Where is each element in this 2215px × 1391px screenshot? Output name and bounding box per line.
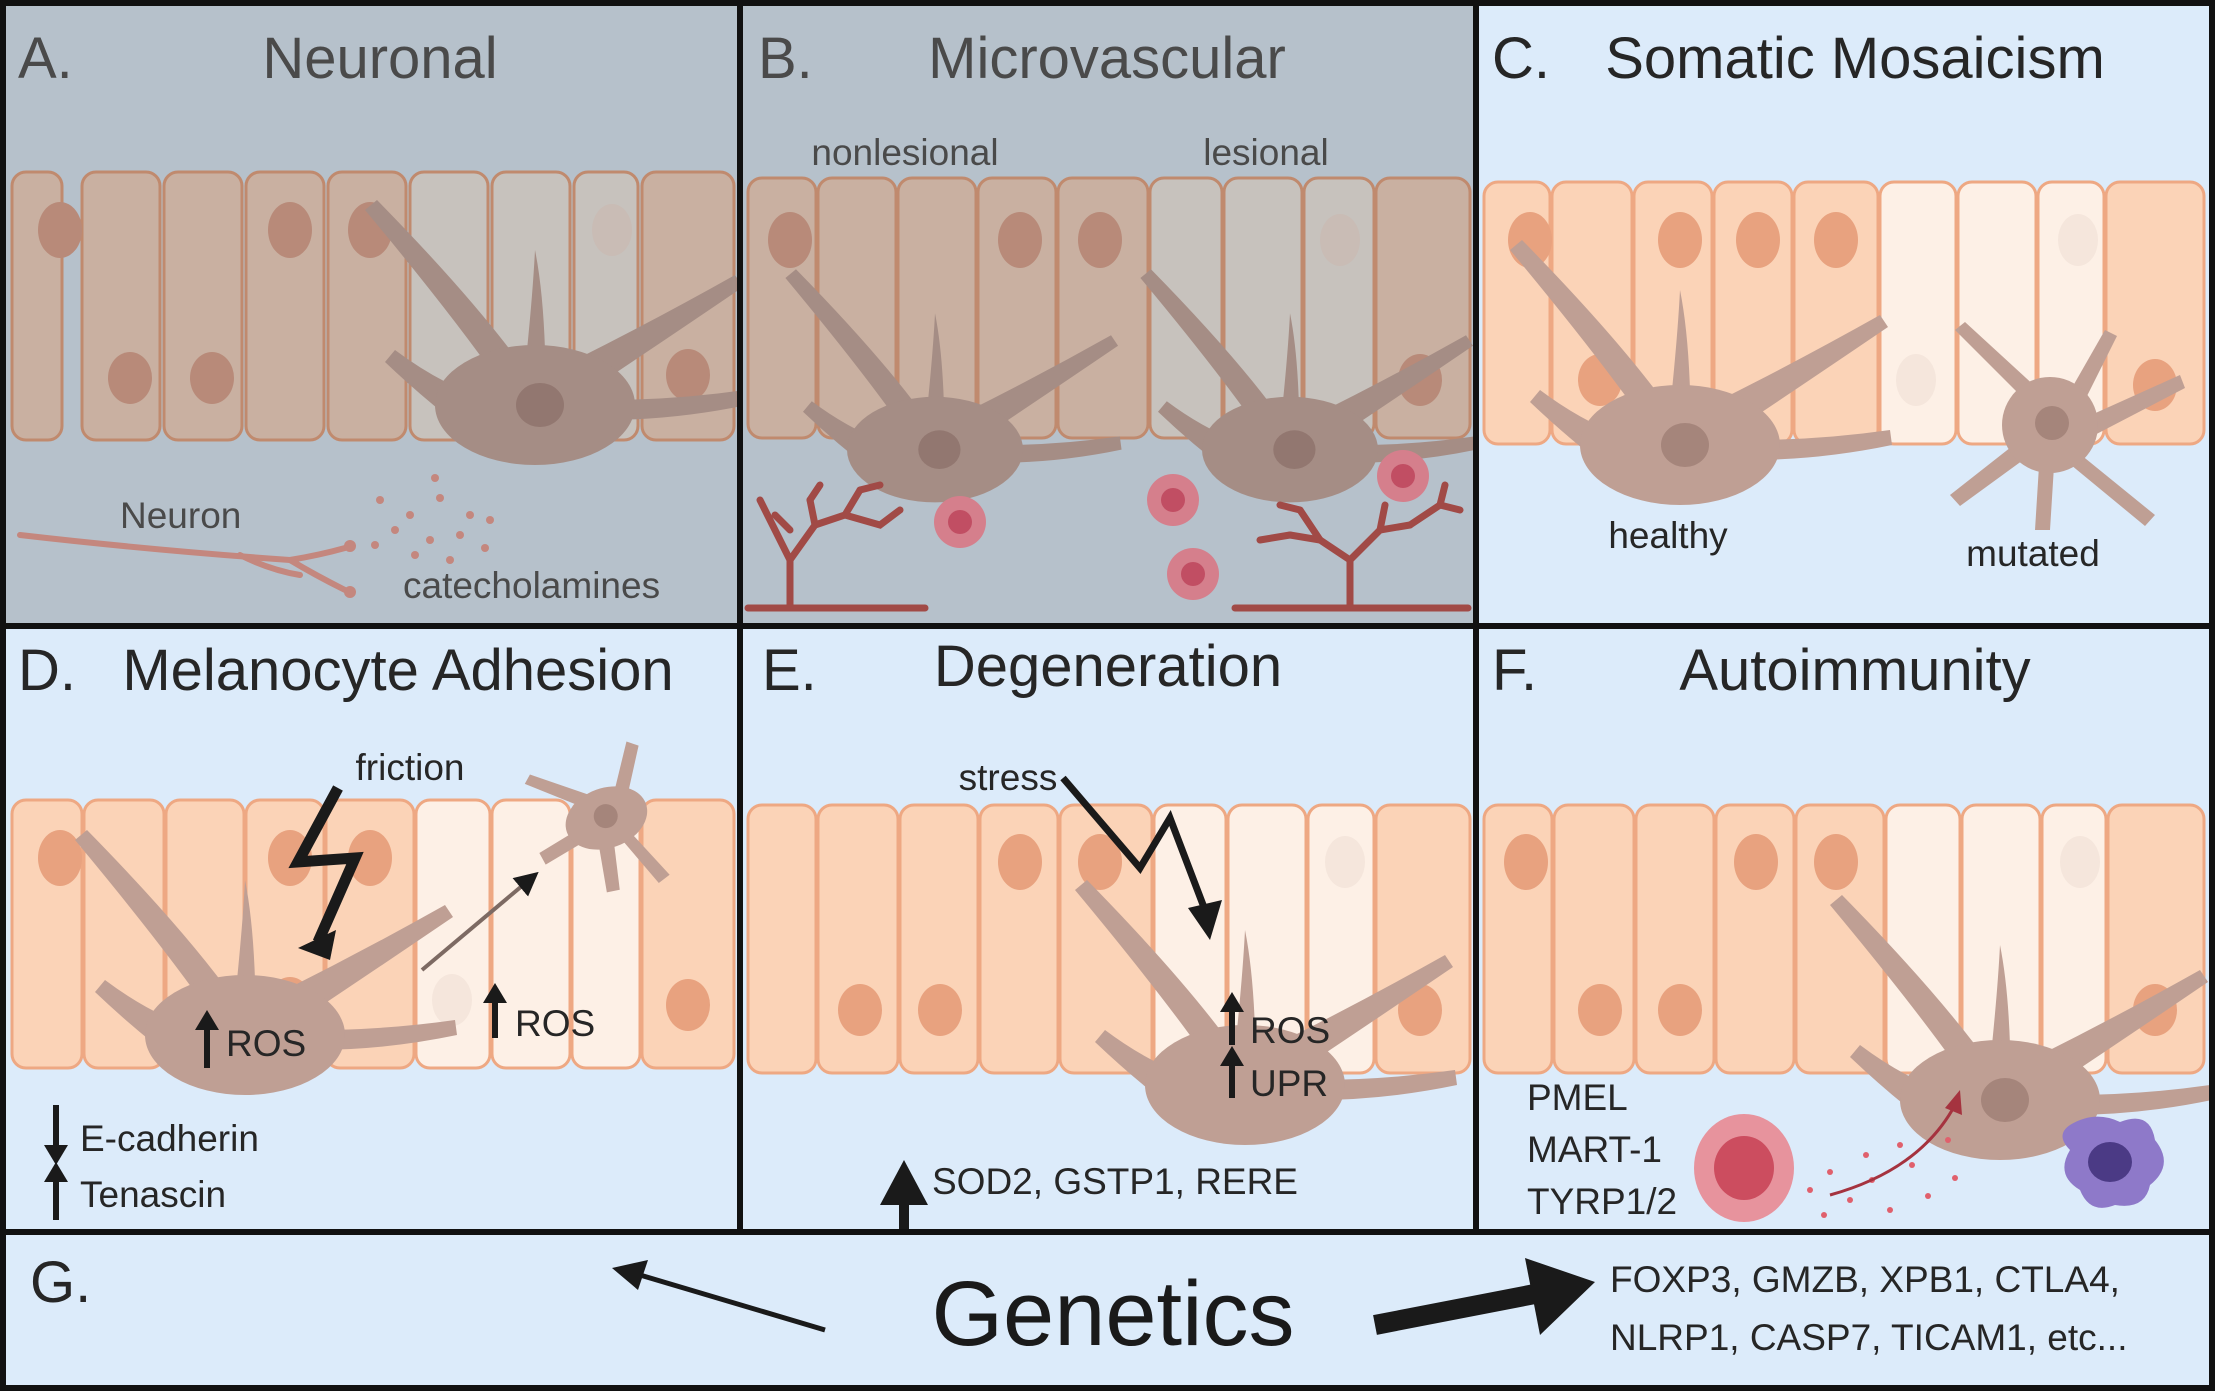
macrophage-icon [2062,1116,2164,1208]
genetics-left-arrow [639,1272,826,1333]
attack-arrow [1829,1104,1957,1197]
ros-label-right: ROS [515,1003,595,1044]
panel-d-melanocyte-adhesion: D. Melanocyte Adhesion friction ROS ROS … [5,628,738,1231]
panel-a-melanocyte [365,200,747,465]
panel-b-melanocyte-nonlesional [785,269,1122,503]
panel-b-title: Microvascular [928,26,1286,91]
ros-label: ROS [1250,1010,1330,1051]
panel-c-somatic-mosaicism: C. Somatic Mosaicism healthy mutated [1477,5,2210,625]
panel-b-melanocyte-lesional [1140,269,1477,503]
panel-e-nuclei [838,834,1442,1036]
antigen-tyrp: TYRP1/2 [1527,1181,1677,1222]
panel-e-title: Degeneration [934,634,1282,699]
genetics-right-arrow [1373,1282,1547,1335]
catecholamine-dots [371,474,494,564]
panel-f-melanocyte [1830,895,2212,1160]
panel-g-genetics: G. Genetics FOXP3, GMZB, XPB1, CTLA4, NL… [5,1234,2210,1386]
catecholamines-label: catecholamines [403,565,660,606]
friction-arrowhead-icon [298,930,336,960]
healthy-label: healthy [1608,515,1728,556]
panel-c-title: Somatic Mosaicism [1605,26,2105,91]
antigen-mart1: MART-1 [1527,1129,1662,1170]
genetics-right-arrowhead-icon [1525,1258,1595,1335]
genetics-genes-line1: FOXP3, GMZB, XPB1, CTLA4, [1610,1259,2120,1300]
ros-up-arrows [44,983,507,1220]
panel-b-letter: B. [758,26,813,91]
panel-e-letter: E. [762,638,817,703]
panel-f-autoimmunity: F. Autoimmunity PMEL MART-1 TYRP1/2 [1477,628,2212,1231]
friction-label: friction [356,747,465,788]
neuron-label: Neuron [120,495,241,536]
blood-cells [934,450,1429,600]
detaching-melanocyte [524,741,670,893]
ecadherin-label: E-cadherin [80,1118,259,1159]
upr-label: UPR [1250,1063,1328,1104]
panel-b-microvascular: B. Microvascular nonlesional lesional [741,5,1477,625]
panel-c-melanocyte-healthy [1510,240,1892,505]
ros-label-left: ROS [226,1023,306,1064]
panel-a-letter: A. [18,26,73,91]
panel-g-letter: G. [30,1250,91,1315]
panel-d-letter: D. [18,638,76,703]
stress-arrowhead-icon [1188,900,1222,940]
blood-vessel-right [1231,481,1472,612]
panel-f-title: Autoimmunity [1679,638,2030,703]
stress-bolt-icon [1060,775,1209,912]
detachment-arrow [420,871,539,972]
blood-vessel-left [744,481,929,612]
friction-bolt-icon [288,785,364,945]
degeneration-genes: SOD2, GSTP1, RERE [932,1161,1298,1202]
panel-d-title: Melanocyte Adhesion [122,638,673,703]
antigen-pmel: PMEL [1527,1077,1628,1118]
panel-g-background [5,1234,2210,1386]
panel-a-nuclei [38,202,710,404]
genetics-left-arrowhead-icon [612,1260,648,1290]
panel-c-melanocyte-mutated [1950,322,2185,530]
t-cell-icon [1694,1114,1794,1222]
panel-a-neuronal: A. Neuronal Neuron catecholamines [5,5,747,625]
stress-label: stress [959,757,1058,798]
tenascin-label: Tenascin [80,1174,226,1215]
genetics-genes-line2: NLRP1, CASP7, TICAM1, etc... [1610,1317,2128,1358]
panel-a-title: Neuronal [262,26,497,91]
mutated-label: mutated [1966,533,2100,574]
attack-arrowhead-icon [1945,1090,1962,1115]
panel-a-neuron-fiber [17,532,356,598]
ros-upr-up-arrows [1220,992,1244,1098]
panel-c-letter: C. [1492,26,1550,91]
panel-g-title: Genetics [931,1263,1294,1365]
lesional-label: lesional [1203,132,1328,173]
panel-e-degeneration: E. Degeneration stress ROS UPR SOD2, GST… [741,628,1474,1305]
nonlesional-label: nonlesional [811,132,998,173]
panel-f-letter: F. [1492,638,1537,703]
